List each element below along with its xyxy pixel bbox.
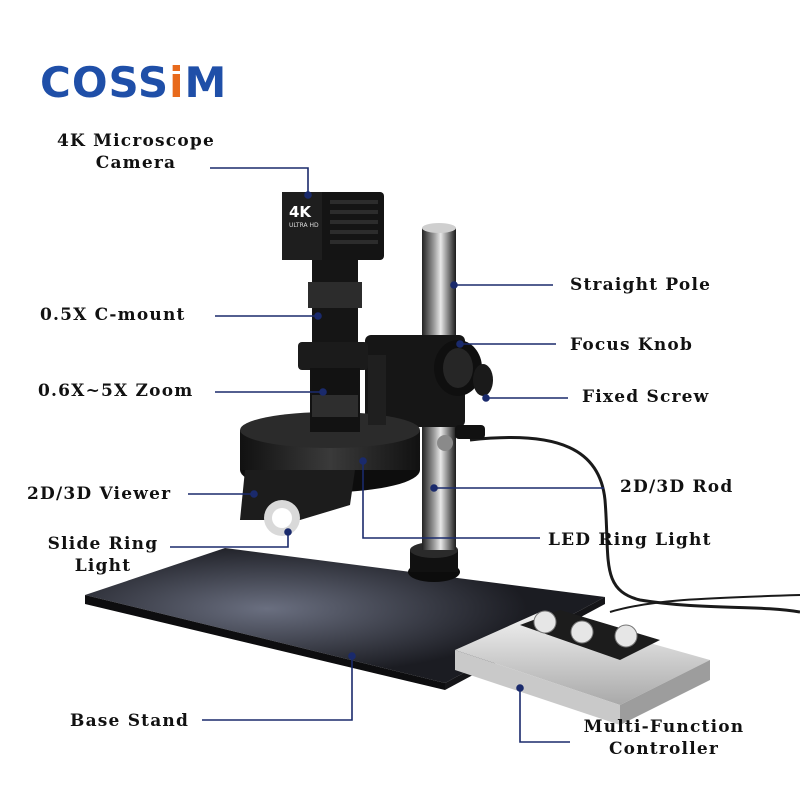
label-controller-line1: Multi-Function [583,717,745,737]
camera-body [282,192,384,260]
label-focus-knob: Focus Knob [570,335,694,355]
multi-function-controller [455,610,710,725]
zoom-body [298,342,386,432]
label-zoom: 0.6X~5X Zoom [38,381,194,401]
label-4k-camera-line2: Camera [95,153,177,173]
callout-lines [170,167,604,743]
label-fixed-screw: Fixed Screw [582,387,710,407]
label-viewer: 2D/3D Viewer [27,484,172,504]
viewer-head [240,470,355,536]
label-slide-ring-line1: Slide Ring [47,534,159,554]
label-base-stand: Base Stand [70,711,190,731]
label-slide-ring-line2: Light [74,556,132,576]
label-4k-camera-line1: 4K Microscope [56,131,215,151]
label-controller: Multi-Function Controller [574,716,754,760]
label-slide-ring: Slide Ring Light [38,533,168,577]
label-4k-camera: 4K Microscope Camera [46,130,226,174]
c-mount [308,260,362,342]
camera-badge-sub: ULTRA HD [289,222,319,229]
label-controller-line2: Controller [608,739,720,759]
controller-cable [469,436,800,614]
label-rod: 2D/3D Rod [620,477,734,497]
camera-badge-main: 4K [289,203,312,221]
focus-block [365,335,493,451]
controller-cable-2 [609,594,800,613]
label-straight-pole: Straight Pole [570,275,712,295]
logo-accent-letter: i [169,58,185,107]
label-led-ring: LED Ring Light [548,530,712,550]
label-c-mount: 0.5X C-mount [40,305,186,325]
cossim-logo: COSSiM [40,58,228,107]
